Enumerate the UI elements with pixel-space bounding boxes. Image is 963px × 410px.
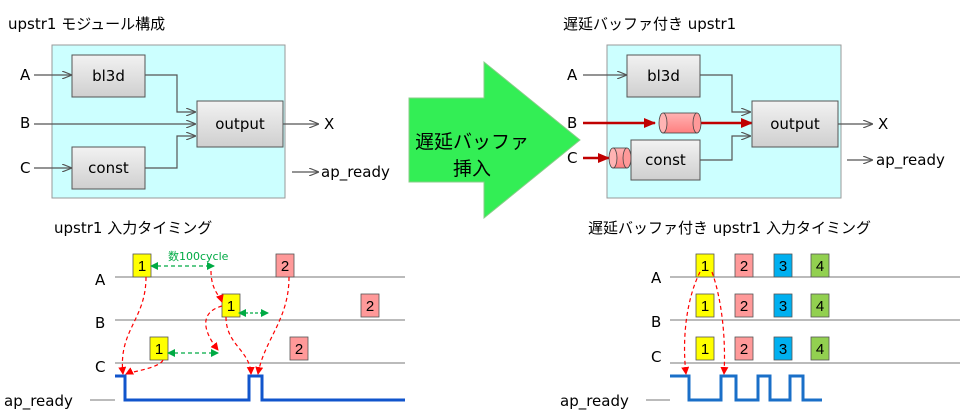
wire-const-output — [145, 136, 195, 169]
lt-dep-b1-ready — [225, 316, 255, 375]
rt-a-token-1-label: 1 — [701, 258, 709, 275]
lt-row-b: B — [95, 314, 105, 332]
arrow-text-line1: 遅延バッファ — [415, 131, 529, 153]
rt-b-token-2-label: 2 — [740, 298, 748, 315]
rt-c-token-2 — [734, 336, 754, 361]
r-const-label: const — [645, 151, 686, 169]
rt-c-token-2-label: 2 — [740, 341, 748, 358]
left-output-ready: ap_ready — [321, 163, 390, 182]
lt-dep-c1-ready — [125, 359, 164, 375]
lt-c-token-1 — [149, 336, 169, 361]
rt-signal-label: ap_ready — [560, 392, 629, 410]
lt-dependency-arrows — [118, 270, 290, 375]
lt-ap-ready-wave — [115, 374, 405, 402]
lt-dep-b1-c — [205, 305, 223, 351]
r-const-block — [630, 139, 701, 181]
rt-b-token-2 — [734, 293, 754, 318]
rt-row-a: A — [651, 269, 662, 287]
rt-b-token-3-label: 3 — [779, 298, 787, 315]
r-bl3d-label: bl3d — [647, 67, 680, 85]
rt-c-token-1 — [695, 336, 715, 361]
lt-c-token-2-label: 2 — [295, 341, 303, 358]
bl3d-block — [71, 54, 146, 98]
arrow-text-line2: 挿入 — [453, 158, 491, 180]
right-input-a: A — [567, 66, 578, 84]
lt-row-a: A — [95, 271, 106, 289]
rt-row-b: B — [651, 313, 661, 331]
output-label: output — [215, 115, 265, 133]
rt-a-token-4-label: 4 — [816, 258, 824, 275]
rt-a-token-1 — [695, 253, 715, 278]
bl3d-label: bl3d — [92, 67, 125, 85]
rt-c-token-3-label: 3 — [779, 341, 787, 358]
rt-a-token-2-label: 2 — [740, 258, 748, 275]
left-module: upstr1 モジュール構成 A B C bl3d output const X… — [8, 15, 390, 199]
rt-a-token-2 — [734, 253, 754, 278]
left-input-a: A — [20, 66, 31, 84]
right-input-c: C — [567, 149, 577, 167]
left-module-title: upstr1 モジュール構成 — [8, 15, 165, 33]
rt-c-token-4-label: 4 — [816, 341, 824, 358]
rt-ap-ready-wave — [670, 374, 822, 402]
lt-b-token-2 — [360, 293, 380, 318]
rt-c-token-1-label: 1 — [701, 341, 709, 358]
right-module: 遅延バッファ付き upstr1 A B C bl3d output const — [563, 15, 945, 199]
lt-annotation: 数100cycle — [168, 250, 229, 263]
lt-signal-label: ap_ready — [4, 392, 73, 410]
rt-b-token-4-label: 4 — [816, 298, 824, 315]
r-wire-const-output — [700, 136, 750, 161]
right-output-ready: ap_ready — [876, 151, 945, 170]
right-input-b: B — [567, 114, 577, 132]
lt-c-token-1-label: 1 — [155, 341, 163, 358]
const-label: const — [88, 159, 129, 177]
left-timing-title: upstr1 入力タイミング — [54, 219, 212, 237]
rt-a-token-3-label: 3 — [779, 258, 787, 275]
rt-b-token-1-label: 1 — [701, 298, 709, 315]
lt-c-token-2 — [289, 336, 309, 361]
output-block — [196, 100, 284, 148]
rt-b-token-3 — [773, 293, 793, 318]
center-arrow: 遅延バッファ 挿入 — [408, 60, 581, 220]
rt-a-token-3 — [773, 253, 793, 278]
rt-dependency-arrows — [681, 271, 729, 375]
rt-a-token-4 — [810, 253, 830, 278]
rt-row-c: C — [651, 348, 661, 366]
lt-b-token-1 — [221, 293, 241, 318]
lt-row-c: C — [95, 358, 105, 376]
right-output-x: X — [878, 115, 888, 133]
lt-dep-a-b1 — [210, 270, 224, 303]
rt-dep-1-ready — [681, 271, 701, 375]
r-bl3d-block — [626, 54, 701, 98]
right-module-title: 遅延バッファ付き upstr1 — [563, 15, 736, 33]
delay-buffer-c — [608, 147, 632, 169]
left-output-x: X — [324, 115, 334, 133]
left-input-c: C — [20, 159, 30, 177]
rt-b-token-1 — [695, 293, 715, 318]
left-timing: upstr1 入力タイミング A B C ap_ready 1 2 1 2 1 … — [4, 219, 405, 410]
lt-dep-a1-ready — [118, 276, 147, 375]
r-wire-bl3d-output — [700, 74, 750, 112]
delay-buffer-b — [658, 112, 702, 134]
wire-bl3d-output — [145, 74, 195, 112]
lt-b-token-2-label: 2 — [366, 298, 374, 315]
lt-b-token-1-label: 1 — [227, 298, 235, 315]
lt-a-token-1-label: 1 — [138, 258, 146, 275]
rt-c-token-3 — [773, 336, 793, 361]
const-block — [71, 146, 146, 190]
lt-a-token-2-label: 2 — [281, 258, 289, 275]
rt-dep-2-ready — [711, 271, 729, 375]
right-timing-title: 遅延バッファ付き upstr1 入力タイミング — [588, 219, 871, 237]
left-input-b: B — [20, 114, 30, 132]
r-output-label: output — [770, 115, 820, 133]
lt-dep-a2-ready — [255, 276, 290, 375]
rt-b-token-4 — [810, 293, 830, 318]
rt-c-token-4 — [810, 336, 830, 361]
insert-arrow-shape — [408, 60, 581, 220]
right-timing: 遅延バッファ付き upstr1 入力タイミング A B C ap_ready 1… — [560, 219, 960, 410]
lt-a-token-2 — [275, 253, 295, 278]
